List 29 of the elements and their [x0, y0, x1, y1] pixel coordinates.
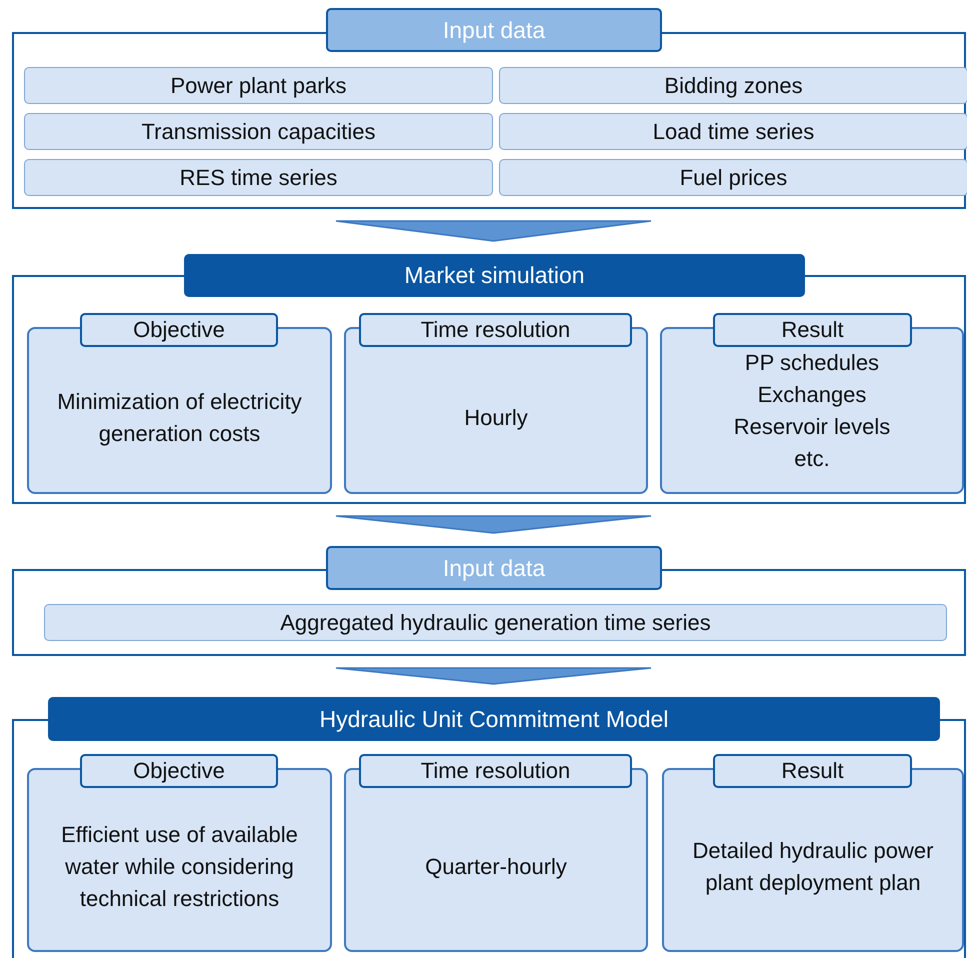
section-header: Market simulation — [184, 254, 805, 297]
input-box: Aggregated hydraulic generation time series — [44, 604, 947, 641]
section-header: Input data — [326, 8, 662, 52]
card-tab: Objective — [80, 313, 278, 347]
card-tab: Time resolution — [359, 754, 632, 788]
card-text: Detailed hydraulic power plant deployment plan — [692, 837, 934, 897]
chevron-arrow — [335, 515, 652, 534]
card-text: Minimization of electricity generation costs — [56, 388, 303, 448]
card-text: Quarter-hourly — [424, 853, 568, 881]
card-text: Efficient use of available water while considering technical restrictions — [60, 821, 299, 913]
input-box: Transmission capacities — [24, 113, 493, 150]
card-text: Reservoir levels — [732, 413, 892, 441]
card-text: etc. — [793, 445, 831, 473]
card-text: Exchanges — [756, 381, 868, 409]
card-tab: Result — [713, 313, 912, 347]
chevron-arrow — [335, 220, 652, 242]
chevron-arrow — [335, 667, 652, 685]
input-box: Bidding zones — [499, 67, 967, 104]
section-header: Hydraulic Unit Commitment Model — [48, 697, 940, 741]
card-tab: Time resolution — [359, 313, 632, 347]
card-text: PP schedules — [744, 349, 880, 377]
input-box: Power plant parks — [24, 67, 493, 104]
card-text: Hourly — [463, 404, 529, 432]
input-box: Fuel prices — [499, 159, 967, 196]
card-tab: Objective — [80, 754, 278, 788]
card-tab: Result — [713, 754, 912, 788]
section-header: Input data — [326, 546, 662, 590]
input-box: Load time series — [499, 113, 967, 150]
input-box: RES time series — [24, 159, 493, 196]
